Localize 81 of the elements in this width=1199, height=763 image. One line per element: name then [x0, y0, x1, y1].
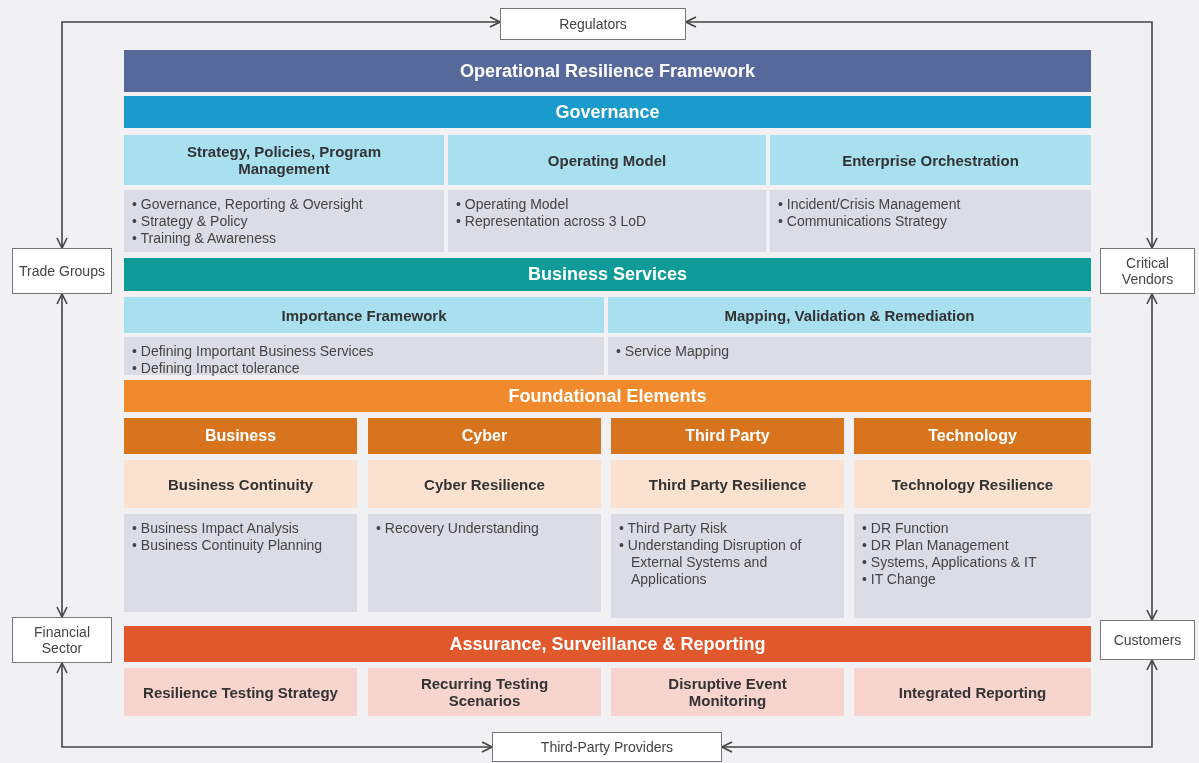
header-band [124, 258, 1091, 291]
bullet-item: • DR Plan Management [862, 537, 1010, 554]
bullet-item: • Service Mapping [616, 343, 730, 360]
subheader-panel [448, 135, 766, 185]
subheader-panel [608, 297, 1091, 333]
subheader-panel [854, 460, 1091, 508]
panel-title: Enterprise Orchestration [842, 151, 1019, 169]
band-title: Technology [928, 427, 1017, 445]
band-title: Foundational Elements [508, 385, 707, 407]
header-band [854, 418, 1091, 454]
panel-title: Strategy, Policies, Program Management [186, 143, 382, 177]
panel-title: Disruptive Event Monitoring [667, 675, 788, 709]
stakeholder-label: Critical Vendors [1120, 255, 1175, 287]
bullet-item: • Third Party Risk [619, 520, 729, 537]
bullet-item: • IT Change [862, 571, 937, 588]
panel-title: Mapping, Validation & Remediation [724, 306, 975, 324]
bullet-item: • Representation across 3 LoD [456, 213, 647, 230]
bullet-item: • DR Function [862, 520, 950, 537]
arrow [56, 293, 68, 618]
stakeholder-box [12, 248, 112, 294]
subheader-panel [124, 135, 444, 185]
bullet-item: • Recovery Understanding [376, 520, 539, 537]
arrow [56, 662, 493, 753]
bullet-item: • Communications Strategy [778, 213, 949, 230]
arrow [685, 16, 1158, 249]
band-title: Operational Resilience Framework [459, 60, 756, 82]
stakeholder-box [12, 617, 112, 663]
band-title: Third Party [685, 427, 770, 445]
bullet-item: • Understanding Disruption of External Systems and Applications [619, 537, 803, 588]
subheader-panel [854, 668, 1091, 716]
stakeholder-label: Financial Sector [33, 624, 91, 656]
arrow [56, 16, 501, 249]
band-title: Assurance, Surveillance & Reporting [449, 633, 766, 655]
bullet-item: • Systems, Applications & IT [862, 554, 1037, 571]
band-title: Cyber [461, 427, 508, 445]
bullet-item: • Incident/Crisis Management [778, 196, 961, 213]
subheader-panel [770, 135, 1091, 185]
panel-title: Business Continuity [168, 475, 313, 493]
subheader-panel [124, 668, 357, 716]
bullet-item: • Training & Awareness [132, 230, 277, 247]
subheader-panel [124, 297, 604, 333]
bullet-item: • Operating Model [456, 196, 570, 213]
header-band [124, 50, 1091, 92]
band-title: Business Services [527, 264, 688, 285]
panel-title: Integrated Reporting [898, 683, 1047, 701]
panel-title: Operating Model [547, 151, 667, 169]
subheader-panel [124, 460, 357, 508]
band-title: Governance [555, 101, 660, 123]
header-band [368, 418, 601, 454]
panel-title: Importance Framework [281, 306, 447, 324]
arrow [721, 659, 1158, 753]
arrow [1146, 293, 1158, 621]
band-title: Business [204, 427, 277, 445]
panel-title: Technology Resilience [891, 475, 1054, 493]
header-band [124, 96, 1091, 128]
bullet-item: • Defining Impact tolerance [132, 360, 301, 377]
stakeholder-label: Customers [1113, 632, 1182, 648]
stakeholder-label: Trade Groups [19, 263, 105, 279]
bullet-item: • Governance, Reporting & Oversight [132, 196, 363, 213]
header-band [124, 626, 1091, 662]
bullet-item: • Defining Important Business Services [132, 343, 374, 360]
header-band [611, 418, 844, 454]
panel-title: Third Party Resilience [648, 475, 807, 493]
bullet-item: • Strategy & Policy [132, 213, 249, 230]
panel-title: Resilience Testing Strategy [143, 683, 338, 701]
subheader-panel [611, 460, 844, 508]
panel-title: Cyber Resilience [424, 475, 545, 493]
bullet-item: • Business Impact Analysis [132, 520, 300, 537]
stakeholder-box [1100, 248, 1195, 294]
bullet-item: • Business Continuity Planning [132, 537, 323, 554]
stakeholder-box [500, 8, 686, 40]
stakeholder-box [492, 732, 722, 762]
panel-title: Recurring Testing Scenarios [419, 675, 550, 709]
subheader-panel [611, 668, 844, 716]
subheader-panel [368, 668, 601, 716]
header-band [124, 418, 357, 454]
header-band [124, 380, 1091, 412]
stakeholder-label: Third-Party Providers [540, 739, 674, 755]
stakeholder-label: Regulators [559, 16, 627, 32]
subheader-panel [368, 460, 601, 508]
stakeholder-box [1100, 620, 1195, 660]
